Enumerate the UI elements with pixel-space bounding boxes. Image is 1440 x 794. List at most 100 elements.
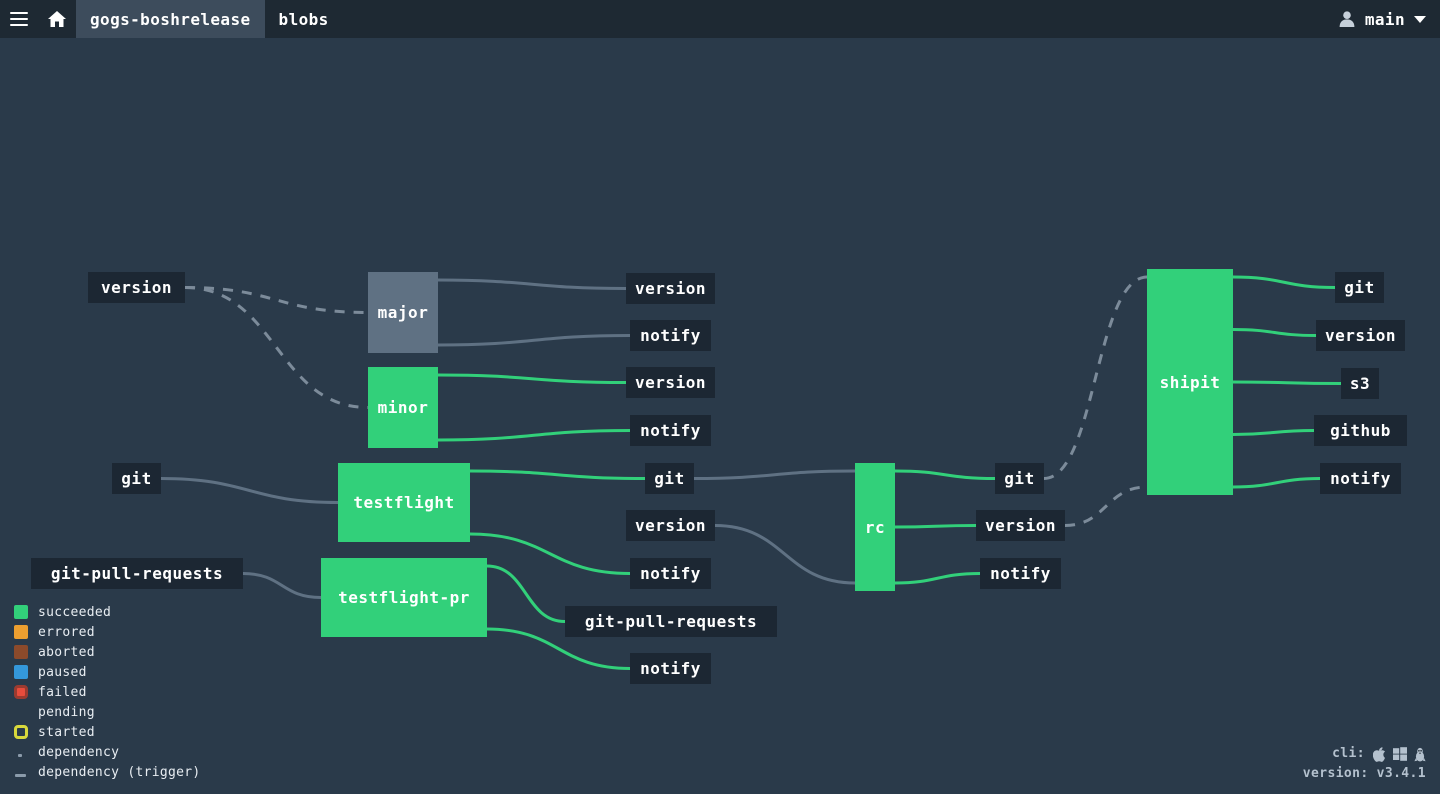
legend-swatch-deptrig <box>14 765 28 779</box>
edge-version-to-major <box>184 286 369 314</box>
legend-row-aborted: aborted <box>14 642 201 662</box>
breadcrumb-blobs[interactable]: blobs <box>265 0 343 38</box>
legend-row-paused: paused <box>14 662 201 682</box>
resource-node-notify[interactable]: notify <box>1320 463 1401 494</box>
resource-node-version[interactable]: version <box>626 273 715 304</box>
breadcrumb-pipeline-label: gogs-boshrelease <box>90 9 251 29</box>
legend-swatch-outline <box>14 705 28 719</box>
node-label: notify <box>640 326 701 345</box>
node-label: notify <box>640 421 701 440</box>
legend-swatch-fill <box>14 625 28 639</box>
node-label: version <box>1325 326 1396 345</box>
node-label: s3 <box>1349 374 1371 393</box>
legend-row-pending: pending <box>14 702 201 722</box>
legend-swatch-started <box>14 725 28 739</box>
legend-label: dependency <box>38 744 120 760</box>
node-label: git <box>1344 278 1375 297</box>
edge-shipit-to-version <box>1232 328 1317 337</box>
pipeline-canvas[interactable]: version major version notify minor version not… <box>0 38 1440 794</box>
edge-shipit-to-github <box>1232 429 1315 436</box>
legend-row-dependency-trigger-: dependency (trigger) <box>14 762 201 782</box>
resource-node-git[interactable]: git <box>645 463 694 494</box>
top-bar: gogs-boshrelease blobs main <box>0 0 1440 38</box>
user-icon <box>1339 11 1355 27</box>
resource-node-notify[interactable]: notify <box>630 653 711 684</box>
resource-node-github[interactable]: github <box>1314 415 1407 446</box>
node-label: version <box>635 279 706 298</box>
resource-node-git[interactable]: git <box>995 463 1044 494</box>
node-label: major <box>377 303 429 322</box>
pipeline-edges <box>160 275 1342 670</box>
resource-node-version[interactable]: version <box>88 272 185 303</box>
legend-swatch-fill <box>14 645 28 659</box>
breadcrumb-pipeline[interactable]: gogs-boshrelease <box>76 0 265 38</box>
resource-node-notify[interactable]: notify <box>630 320 711 351</box>
node-label: notify <box>1330 469 1391 488</box>
node-label: git <box>121 469 152 488</box>
node-label: shipit <box>1159 372 1221 392</box>
version-label: version: <box>1302 766 1369 781</box>
node-label: notify <box>640 659 701 678</box>
home-icon <box>48 11 66 27</box>
resource-node-git[interactable]: git <box>112 463 161 494</box>
user-menu[interactable]: main <box>1324 0 1440 38</box>
resource-node-git-pull-requests[interactable]: git-pull-requests <box>565 606 777 637</box>
edge-shipit-to-git <box>1232 275 1336 289</box>
node-label: notify <box>640 564 701 583</box>
resource-node-version[interactable]: version <box>1316 320 1405 351</box>
chevron-down-icon[interactable] <box>1414 15 1426 23</box>
linux-icon[interactable] <box>1414 747 1426 762</box>
resource-node-s3[interactable]: s3 <box>1341 368 1379 399</box>
job-node-testflight-pr[interactable]: testflight-pr <box>321 558 487 637</box>
node-label: version <box>985 516 1056 535</box>
edge-testflight-to-notify <box>469 532 631 575</box>
resource-node-version[interactable]: version <box>626 367 715 398</box>
node-label: rc <box>864 517 886 537</box>
legend-swatch-fill <box>14 605 28 619</box>
resource-node-version[interactable]: version <box>976 510 1065 541</box>
job-node-minor[interactable]: minor <box>368 367 438 448</box>
job-node-testflight[interactable]: testflight <box>338 463 470 542</box>
cli-row: cli: <box>1303 744 1426 764</box>
legend-label: paused <box>38 664 87 680</box>
home-button[interactable] <box>38 0 76 38</box>
hamburger-icon <box>10 12 28 26</box>
cli-label: cli: <box>1332 746 1365 761</box>
resource-node-notify[interactable]: notify <box>630 415 711 446</box>
legend-swatch-dep <box>14 745 28 759</box>
edge-testflight-pr-to-notify <box>486 627 631 670</box>
edge-version-to-minor <box>184 286 369 409</box>
node-label: git-pull-requests <box>584 612 758 631</box>
resource-node-git[interactable]: git <box>1335 272 1384 303</box>
legend-swatch-fill <box>14 665 28 679</box>
legend-row-failed: failed <box>14 682 201 702</box>
resource-node-notify[interactable]: notify <box>630 558 711 589</box>
legend-label: pending <box>38 704 95 720</box>
cli-info: cli: <box>1303 744 1426 784</box>
job-node-rc[interactable]: rc <box>855 463 895 591</box>
legend-label: aborted <box>38 644 95 660</box>
resource-node-notify[interactable]: notify <box>980 558 1061 589</box>
edge-shipit-to-s3 <box>1232 380 1342 385</box>
username-label: main <box>1364 9 1405 29</box>
node-label: version <box>101 278 172 297</box>
resource-node-version[interactable]: version <box>626 510 715 541</box>
node-label: version <box>635 516 706 535</box>
job-node-major[interactable]: major <box>368 272 438 353</box>
node-label: notify <box>990 564 1051 583</box>
node-label: git <box>654 469 685 488</box>
edge-git-pull-requests-to-testflight-pr <box>242 572 322 599</box>
job-node-shipit[interactable]: shipit <box>1147 269 1233 495</box>
legend-label: errored <box>38 624 95 640</box>
resource-node-git-pull-requests[interactable]: git-pull-requests <box>31 558 243 589</box>
cli-download-icons <box>1373 746 1426 762</box>
apple-icon[interactable] <box>1373 746 1386 762</box>
edge-rc-to-version <box>894 524 977 529</box>
edge-major-to-notify <box>437 334 631 347</box>
hamburger-menu-button[interactable] <box>0 0 38 38</box>
edge-major-to-version <box>437 278 627 290</box>
edge-git-to-shipit <box>1043 275 1148 480</box>
version-value: v3.4.1 <box>1376 766 1426 781</box>
windows-icon[interactable] <box>1393 747 1407 761</box>
